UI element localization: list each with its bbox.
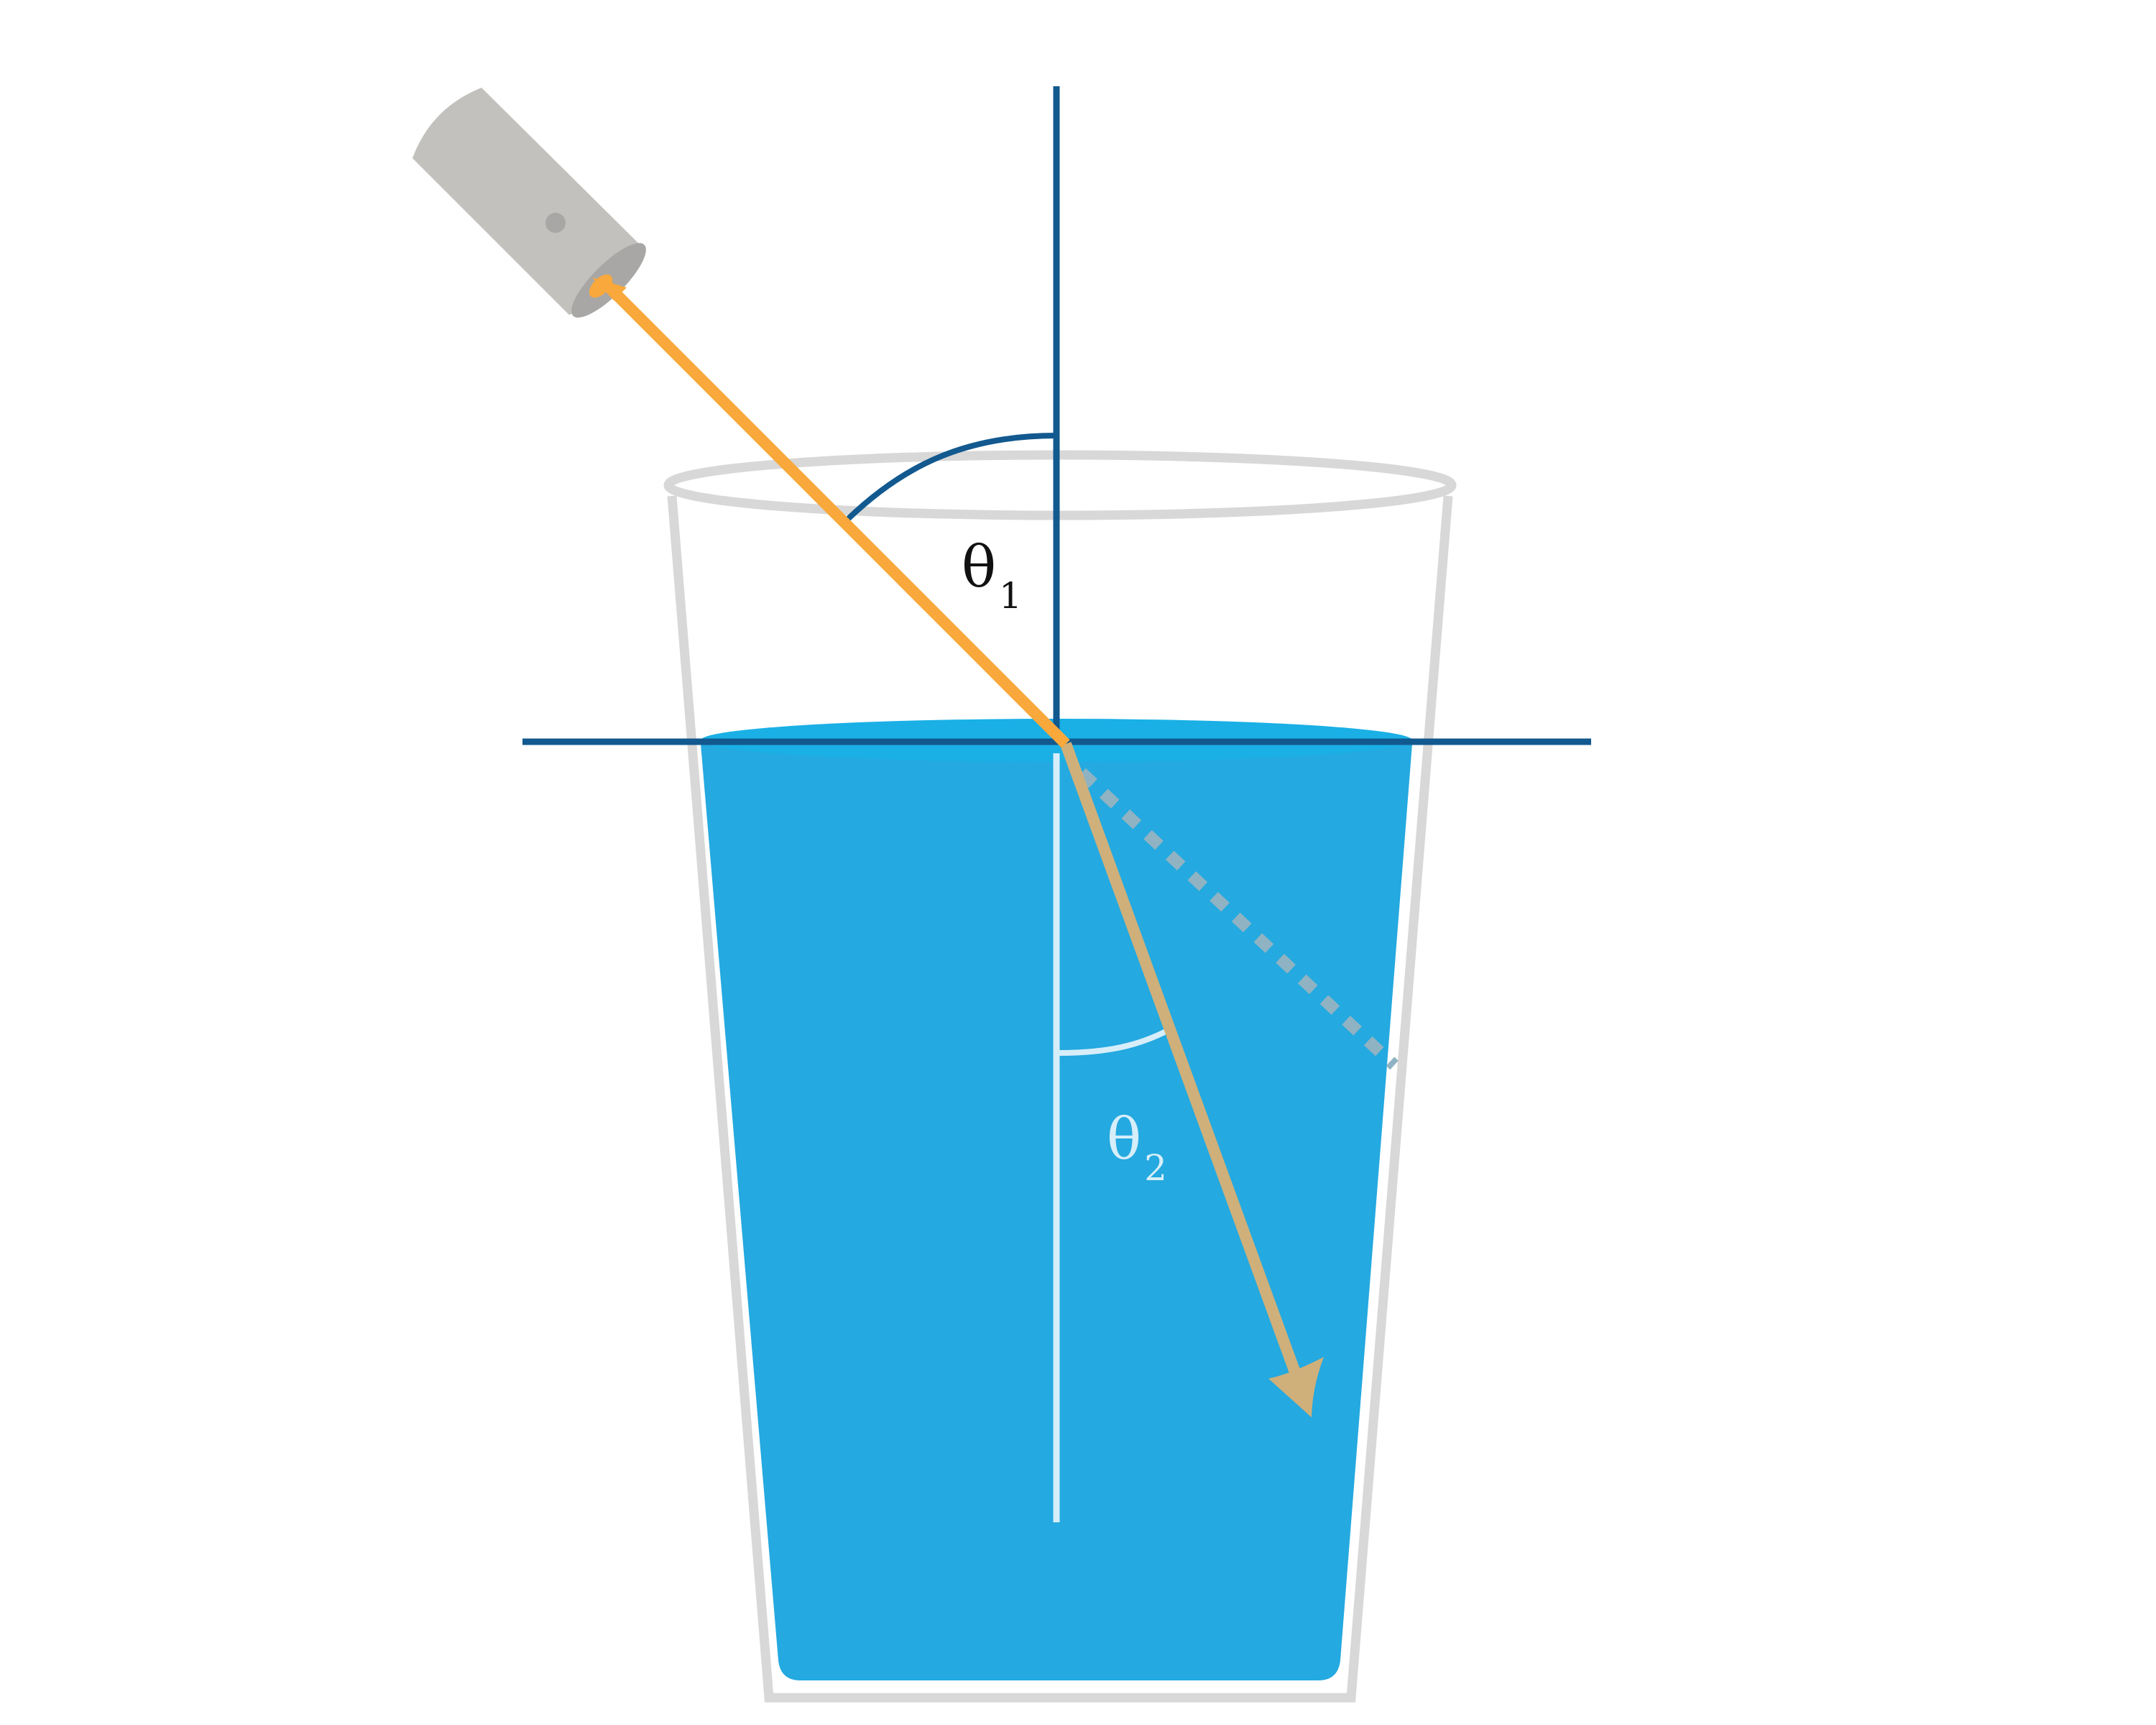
theta2-subscript: 2 — [1144, 1147, 1167, 1189]
theta2-arc — [1057, 1026, 1171, 1056]
laser-body — [413, 88, 640, 315]
incident-ray-arrowhead — [592, 277, 627, 300]
refracted-ray-arrowhead — [1268, 1357, 1324, 1417]
theta1-subscript: 1 — [999, 575, 1022, 617]
laser-button — [545, 213, 566, 233]
glass-rim — [663, 450, 1457, 520]
glass-outline — [667, 495, 1453, 1703]
theta2-symbol: θ — [1107, 1105, 1141, 1172]
refracted-ray — [1060, 742, 1302, 1376]
theta1-symbol: θ — [962, 533, 996, 600]
theta2-label: θ2 — [1107, 1105, 1167, 1189]
theta1-arc — [846, 433, 1057, 521]
theta1-label: θ1 — [962, 533, 1022, 617]
unrefracted-path — [1077, 768, 1399, 1070]
incident-ray — [599, 277, 1070, 748]
